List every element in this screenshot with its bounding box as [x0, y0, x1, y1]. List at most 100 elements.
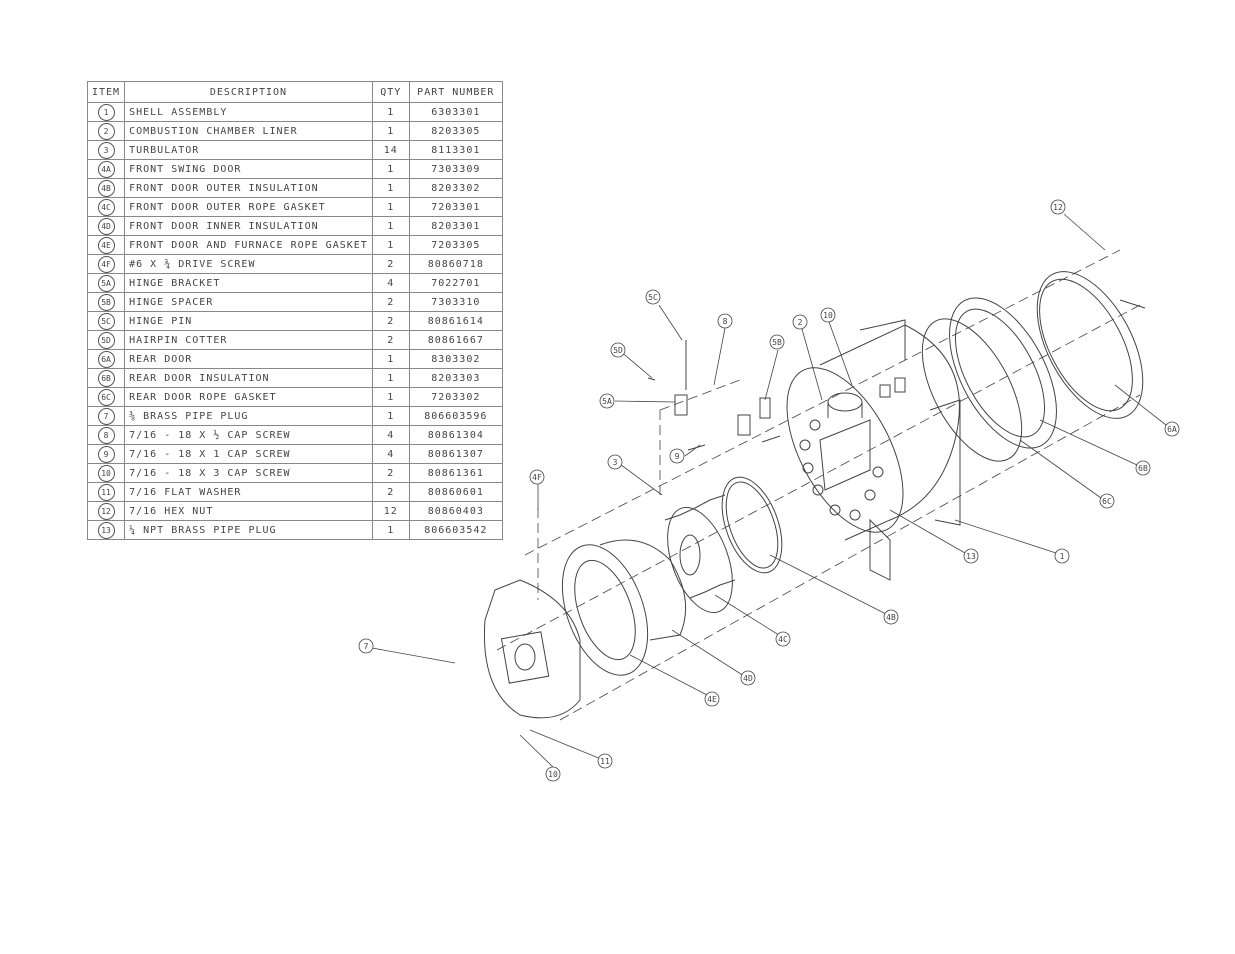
callout-circle: [1099, 493, 1115, 509]
callout-label: 4B: [886, 613, 896, 622]
callout: 4B: [883, 609, 899, 625]
callout-circle: [775, 631, 791, 647]
callout-label: 1: [1060, 552, 1065, 561]
callout-label: 13: [966, 552, 976, 561]
item-number-bubble: 5C: [97, 312, 115, 330]
centerlines: [496, 249, 1141, 721]
callout-circle: [820, 307, 836, 323]
callout-circle: [792, 314, 808, 330]
callout: 5C: [645, 289, 661, 305]
callout-label: 4F: [532, 473, 542, 482]
callout-circle: [545, 766, 561, 782]
callout: 1: [1054, 548, 1070, 564]
item-number-bubble: 6A: [97, 350, 115, 368]
item-number-bubble: 1: [97, 103, 115, 121]
callout-label: 4E: [707, 695, 717, 704]
callout: 13: [963, 548, 979, 564]
callout: 5B: [769, 334, 785, 350]
item-number-bubble: 4F: [97, 255, 115, 273]
callout-circle: [597, 753, 613, 769]
callout: 4F: [529, 469, 545, 485]
item-number-bubble: 11: [97, 483, 115, 501]
cell-item: 6B: [86, 368, 126, 388]
front-swing-door-part: [483, 579, 581, 719]
callout: 9: [669, 448, 685, 464]
callout: 8: [717, 313, 733, 329]
callout-circle: [1054, 548, 1070, 564]
callout: 4D: [740, 670, 756, 686]
leader-lines: [371, 213, 1167, 768]
cell-item: 13: [86, 520, 126, 540]
item-number-bubble: 8: [97, 426, 115, 444]
callout-label: 6B: [1138, 464, 1148, 473]
callout-label: 3: [613, 458, 618, 467]
callout: 5A: [599, 393, 615, 409]
cell-item: 4B: [86, 178, 126, 198]
callout-circle: [669, 448, 685, 464]
callout-label: 5B: [772, 338, 782, 347]
callout-circle: [1164, 421, 1180, 437]
callout: 4E: [704, 691, 720, 707]
callout-circle: [740, 670, 756, 686]
callout: 11: [597, 753, 613, 769]
rear-door-part: [1036, 271, 1146, 419]
item-number-bubble: 10: [97, 464, 115, 482]
callout-circle: [358, 638, 374, 654]
cell-item: 8: [86, 425, 126, 445]
callout-label: 4D: [743, 674, 753, 683]
callout: 10: [820, 307, 836, 323]
callout: 4C: [775, 631, 791, 647]
item-number-bubble: 4C: [97, 198, 115, 216]
callout-label: 10: [823, 311, 833, 320]
callout-circle: [717, 313, 733, 329]
callout-circle: [769, 334, 785, 350]
item-number-bubble: 4B: [97, 179, 115, 197]
front-door-gasket-ring-part: [721, 476, 783, 574]
cell-part-number: 80860718: [408, 254, 503, 274]
cell-item: 1: [86, 102, 126, 122]
callout-circle: [963, 548, 979, 564]
item-number-bubble: 9: [97, 445, 115, 463]
callout-circle: [529, 469, 545, 485]
callout-label: 5C: [648, 293, 658, 302]
item-number-bubble: 13: [97, 521, 115, 539]
cell-description: ¼ NPT BRASS PIPE PLUG: [124, 520, 373, 540]
callout-label: 11: [600, 757, 610, 766]
item-number-bubble: 6C: [97, 388, 115, 406]
callout: 12: [1050, 199, 1066, 215]
callout-label: 12: [1053, 203, 1063, 212]
callout-label: 2: [798, 318, 803, 327]
callout: 7: [358, 638, 374, 654]
callout-circle: [610, 342, 626, 358]
item-number-bubble: 5A: [97, 274, 115, 292]
item-number-bubble: 3: [97, 141, 115, 159]
item-number-bubble: 5B: [97, 293, 115, 311]
callout: 6C: [1099, 493, 1115, 509]
item-number-bubble: 12: [97, 502, 115, 520]
callout: 2: [792, 314, 808, 330]
callout-label: 5D: [613, 346, 623, 355]
item-number-bubble: 7: [97, 407, 115, 425]
callout-label: 4C: [778, 635, 788, 644]
item-number-bubble: 2: [97, 122, 115, 140]
cell-part-number: 806603542: [408, 520, 503, 540]
callout-label: 9: [675, 452, 680, 461]
callout-circle: [1135, 460, 1151, 476]
callout-label: 10: [548, 770, 558, 779]
cell-qty: 1: [371, 520, 410, 540]
table-header-row: ITEM DESCRIPTION QTY PART NUMBER: [86, 81, 503, 103]
callout-circle: [607, 454, 623, 470]
callout: 10: [545, 766, 561, 782]
turbulators-part: [664, 494, 736, 599]
